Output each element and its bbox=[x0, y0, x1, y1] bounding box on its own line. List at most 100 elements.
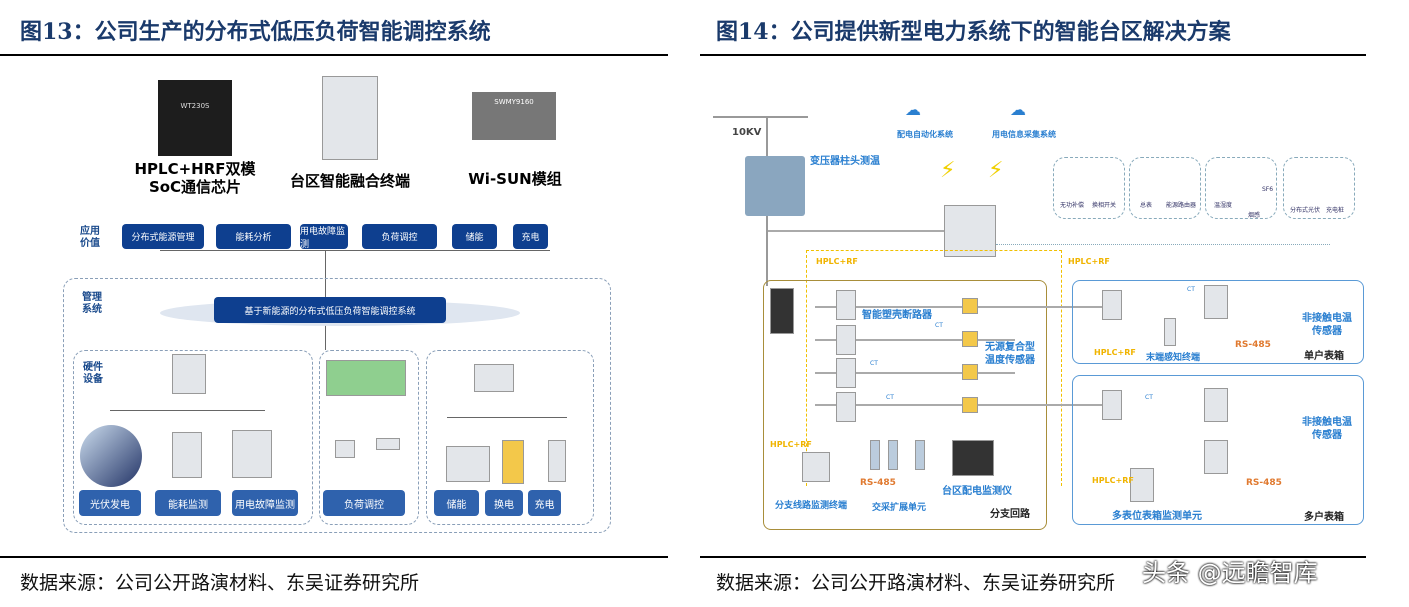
connector bbox=[447, 417, 567, 418]
breaker-image bbox=[836, 358, 856, 388]
branch-terminal-label: 分支线路监测终端 bbox=[775, 501, 848, 511]
fig14-source: 数据来源：公司公开路演材料、东吴证券研究所 bbox=[716, 572, 1116, 594]
sensor-image bbox=[962, 397, 978, 413]
line bbox=[815, 404, 1105, 406]
battery-image bbox=[502, 440, 524, 484]
hplc-label: HPLC+RF bbox=[1092, 476, 1134, 485]
divider bbox=[0, 556, 668, 558]
fig13-title: 图13：公司生产的分布式低压负荷智能调控系统 bbox=[20, 19, 491, 45]
hw-item: 负荷调控 bbox=[323, 490, 405, 516]
ac-unit-image bbox=[888, 440, 898, 470]
app-item: 用电故障监测 bbox=[300, 224, 348, 250]
ct-label: CT bbox=[935, 322, 943, 329]
hplc-label: HPLC+RF bbox=[816, 257, 858, 266]
app-item: 能耗分析 bbox=[216, 224, 291, 249]
device-label: 总表 bbox=[1140, 202, 1153, 209]
device-label: 烟感 bbox=[1248, 212, 1261, 219]
sensor-image bbox=[962, 364, 978, 380]
monitor-label: 台区配电监测仪 bbox=[942, 486, 1012, 497]
breaker-label: 智能塑壳断路器 bbox=[862, 310, 932, 321]
fusion-terminal-image bbox=[944, 205, 996, 257]
air-conditioner-icon bbox=[376, 438, 400, 450]
connector bbox=[160, 250, 550, 251]
hplc-label: HPLC+RF bbox=[1068, 257, 1110, 266]
rs485-label: RS-485 bbox=[1246, 478, 1282, 488]
line bbox=[815, 372, 1015, 374]
hplc-label: HPLC+RF bbox=[770, 440, 812, 449]
fig14-title: 图14：公司提供新型电力系统下的智能台区解决方案 bbox=[716, 19, 1231, 45]
multi-meter-box bbox=[1072, 375, 1364, 525]
transformer-temp-label: 变压器柱头测温 bbox=[810, 156, 880, 167]
product-wisun: Wi-SUN模组 bbox=[468, 170, 562, 188]
cloud-icon: ☁ bbox=[1010, 100, 1026, 119]
hw-item: 储能 bbox=[434, 490, 479, 516]
chip-text: SWMY9160 bbox=[494, 98, 534, 106]
ct-label: CT bbox=[1145, 394, 1153, 401]
ac-unit-image bbox=[915, 440, 925, 470]
end-terminal-label: 末端感知终端 bbox=[1146, 353, 1201, 363]
connector bbox=[996, 244, 1330, 245]
rs485-label: RS-485 bbox=[860, 478, 896, 488]
line bbox=[815, 339, 1015, 341]
motor-icon bbox=[335, 440, 355, 458]
product-label: SoC通信芯片 bbox=[148, 178, 242, 196]
device-group bbox=[1205, 157, 1277, 219]
system-label: 配电自动化系统 bbox=[897, 130, 953, 139]
ac-unit-image bbox=[870, 440, 880, 470]
device-group bbox=[1283, 157, 1355, 219]
device-label: 换相开关 bbox=[1092, 202, 1117, 209]
noncontact-sensor-label: 非接触电温 传感器 bbox=[1302, 417, 1352, 441]
sensor-image bbox=[962, 331, 978, 347]
breaker-image bbox=[836, 290, 856, 320]
ct-label: CT bbox=[870, 360, 878, 367]
breaker-image bbox=[1102, 390, 1122, 420]
terminal-image bbox=[474, 364, 514, 392]
app-item: 负荷调控 bbox=[362, 224, 437, 249]
meter-image bbox=[1204, 440, 1228, 474]
breaker-image bbox=[836, 325, 856, 355]
temp-sensor-label: 无源复合型 温度传感器 bbox=[985, 342, 1035, 366]
device-label: 无功补偿 bbox=[1060, 202, 1085, 209]
hw-group bbox=[73, 350, 313, 525]
device-group bbox=[1053, 157, 1125, 219]
storage-cabinet-image bbox=[446, 446, 490, 482]
transformer-image bbox=[745, 156, 805, 216]
divider bbox=[700, 556, 1366, 558]
cloud-icon: ☁ bbox=[905, 100, 921, 119]
hw-group bbox=[426, 350, 594, 525]
meter-image bbox=[1204, 285, 1228, 319]
divider bbox=[0, 54, 668, 56]
hw-group bbox=[319, 350, 419, 525]
noncontact-sensor-label: 非接触电温 传感器 bbox=[1302, 313, 1352, 337]
app-item: 分布式能源管理 bbox=[122, 224, 204, 249]
lightning-icon: ⚡ bbox=[988, 158, 1004, 183]
hw-item: 能耗监测 bbox=[155, 490, 221, 516]
system-label: 用电信息采集系统 bbox=[992, 130, 1056, 139]
product-label: HPLC+HRF双模 bbox=[134, 160, 256, 178]
breaker-image bbox=[836, 392, 856, 422]
connector bbox=[768, 230, 944, 232]
hw-item: 充电 bbox=[528, 490, 561, 516]
branch-terminal-image bbox=[802, 452, 830, 482]
device-label: SF6 bbox=[1262, 186, 1274, 193]
breaker-image bbox=[232, 430, 272, 478]
end-terminal-image bbox=[1164, 318, 1176, 346]
hw-item: 用电故障监测 bbox=[232, 490, 298, 516]
fig13-source: 数据来源：公司公开路演材料、东吴证券研究所 bbox=[20, 572, 420, 594]
app-item: 储能 bbox=[452, 224, 497, 249]
multi-unit-image bbox=[1130, 468, 1154, 502]
ct-label: CT bbox=[886, 394, 894, 401]
watermark: 头条 @远瞻智库 bbox=[1142, 559, 1318, 587]
device-label: 充电桩 bbox=[1326, 207, 1345, 214]
hplc-link bbox=[806, 250, 1062, 486]
app-item: 充电 bbox=[513, 224, 548, 249]
voltage-label: 10KV bbox=[732, 127, 762, 138]
controller-image bbox=[326, 360, 406, 396]
hw-item: 换电 bbox=[485, 490, 523, 516]
branch-loop-label: 分支回路 bbox=[990, 509, 1030, 520]
app-value-label: 应用 价值 bbox=[80, 226, 100, 249]
meter-image bbox=[1204, 388, 1228, 422]
meter-image bbox=[172, 432, 202, 478]
device-group bbox=[1129, 157, 1201, 219]
solar-panel-image bbox=[80, 425, 142, 487]
